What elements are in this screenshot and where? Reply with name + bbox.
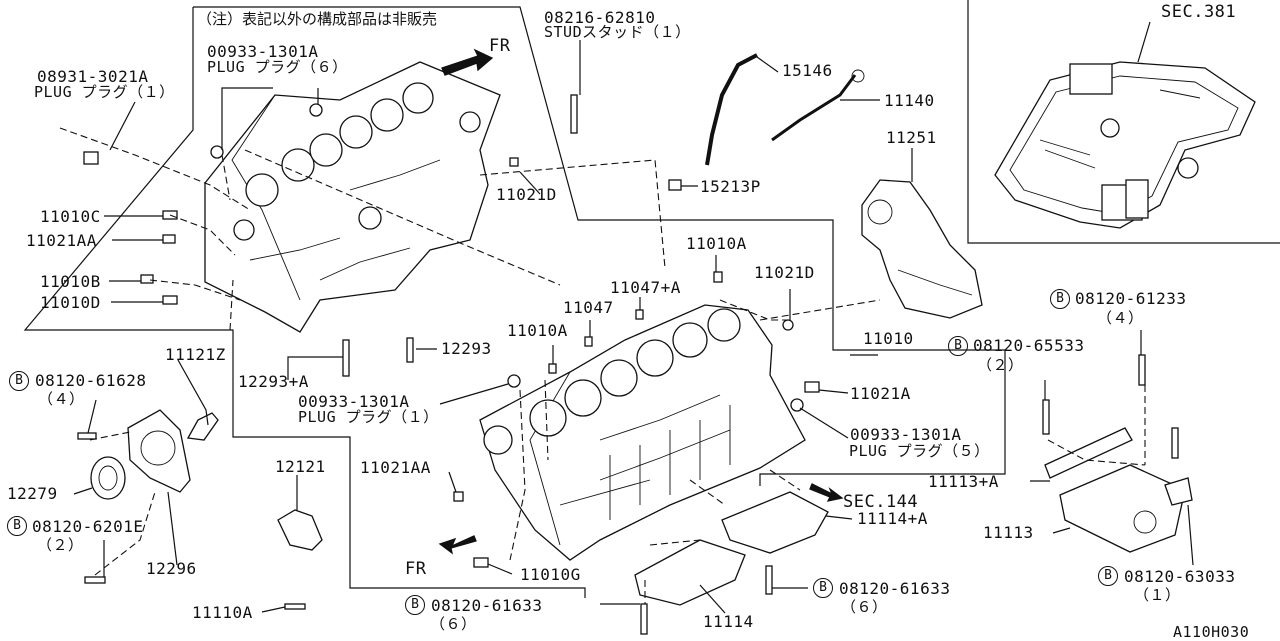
part-desc-00933-1301a: PLUG プラグ（６） bbox=[207, 58, 348, 76]
part-qty-08120-63033: （１） bbox=[1134, 586, 1181, 604]
dipstick-guide bbox=[705, 53, 758, 166]
note-text: （注）表記以外の構成部品は非販売 bbox=[197, 10, 438, 28]
part-number-11047-a[interactable]: 11047+A bbox=[610, 278, 681, 297]
part-number-11021d[interactable]: 11021D bbox=[754, 263, 815, 282]
part-number-08120-61628[interactable]: 08120-61628 bbox=[35, 371, 147, 390]
oil-pan bbox=[994, 61, 1256, 229]
part-number-08216-62810[interactable]: 08216-62810 bbox=[544, 8, 656, 27]
part-number-11113-a[interactable]: 11113+A bbox=[928, 472, 999, 491]
part-number-11010g[interactable]: 11010G bbox=[520, 565, 581, 584]
fr-arrow-icon bbox=[438, 535, 477, 555]
part-number-15146[interactable]: 15146 bbox=[782, 61, 833, 80]
part-number-11047[interactable]: 11047 bbox=[563, 298, 614, 317]
drawing-id: A110H030 bbox=[1173, 623, 1250, 641]
part-qty-08120-61633: （６） bbox=[430, 615, 477, 633]
part-number-12121[interactable]: 12121 bbox=[275, 457, 326, 476]
part-desc-08931-3021a: PLUG プラグ（１） bbox=[34, 83, 175, 101]
part-qty-08120-6201e: （２） bbox=[37, 536, 84, 554]
part-number-08120-61633[interactable]: 08120-61633 bbox=[839, 579, 951, 598]
part-number-11010b[interactable]: 11010B bbox=[40, 272, 101, 291]
sec-arrow-icon bbox=[809, 483, 844, 502]
rear-plate bbox=[861, 179, 983, 319]
part-number-08120-65533[interactable]: 08120-65533 bbox=[973, 336, 1085, 355]
part-number-11114-a[interactable]: 11114+A bbox=[857, 509, 928, 528]
part-number-11010c[interactable]: 11010C bbox=[40, 207, 101, 226]
part-qty-08120-65533: （２） bbox=[977, 356, 1024, 374]
part-number-08931-3021a[interactable]: 08931-3021A bbox=[37, 67, 149, 86]
part-number-08120-61633[interactable]: 08120-61633 bbox=[431, 596, 543, 615]
bolt-symbol-icon: B bbox=[1098, 566, 1118, 586]
stud bbox=[570, 94, 578, 134]
part-number-00933-1301a[interactable]: 00933-1301A bbox=[298, 392, 410, 411]
part-number-11021a[interactable]: 11021A bbox=[850, 384, 911, 403]
part-number-12293-a[interactable]: 12293+A bbox=[238, 372, 309, 391]
part-qty-08120-61233: （４） bbox=[1097, 309, 1144, 327]
part-number-00933-1301a[interactable]: 00933-1301A bbox=[850, 425, 962, 444]
part-qty-08120-61628: （４） bbox=[38, 390, 85, 408]
plug bbox=[83, 151, 99, 165]
part-number-11021aa[interactable]: 11021AA bbox=[26, 231, 97, 250]
part-number-11010a[interactable]: 11010A bbox=[507, 321, 568, 340]
bolt-symbol-icon: B bbox=[813, 578, 833, 598]
cylinder-block-top bbox=[204, 61, 501, 333]
part-number-11010[interactable]: 11010 bbox=[863, 329, 914, 348]
sec-381-label[interactable]: SEC.381 bbox=[1161, 2, 1237, 22]
part-number-15213p[interactable]: 15213P bbox=[700, 177, 761, 196]
part-number-11113[interactable]: 11113 bbox=[983, 523, 1034, 542]
fr-arrow-icon bbox=[441, 48, 494, 76]
frame-line bbox=[23, 7, 586, 598]
bolt-symbol-icon: B bbox=[9, 371, 29, 391]
part-number-11010a[interactable]: 11010A bbox=[686, 234, 747, 253]
fr-label: FR bbox=[489, 36, 511, 56]
part-number-12293[interactable]: 12293 bbox=[441, 339, 492, 358]
part-desc-08216-62810: STUDスタッド（１） bbox=[544, 23, 691, 41]
bolt-symbol-icon: B bbox=[948, 336, 968, 356]
plate-11113 bbox=[1059, 464, 1186, 553]
part-number-11010d[interactable]: 11010D bbox=[40, 293, 101, 312]
part-number-12296[interactable]: 12296 bbox=[146, 559, 197, 578]
part-number-08120-6201e[interactable]: 08120-6201E bbox=[32, 517, 144, 536]
part-number-11021d[interactable]: 11021D bbox=[496, 185, 557, 204]
plate-11114 bbox=[634, 539, 746, 606]
fr-label: FR bbox=[405, 559, 427, 579]
part-number-11114[interactable]: 11114 bbox=[703, 612, 754, 631]
bolt-symbol-icon: B bbox=[1050, 289, 1070, 309]
part-number-11110a[interactable]: 11110A bbox=[192, 603, 253, 622]
part-number-00933-1301a[interactable]: 00933-1301A bbox=[207, 42, 319, 61]
sec-144-label[interactable]: SEC.144 bbox=[843, 492, 919, 512]
cylinder-block-bottom bbox=[479, 304, 806, 561]
oil-pan-frame bbox=[967, 0, 1280, 244]
part-number-11251[interactable]: 11251 bbox=[886, 128, 937, 147]
part-number-08120-63033[interactable]: 08120-63033 bbox=[1124, 567, 1236, 586]
part-number-11140[interactable]: 11140 bbox=[884, 91, 935, 110]
part-number-08120-61233[interactable]: 08120-61233 bbox=[1075, 289, 1187, 308]
part-desc-00933-1301a: PLUG プラグ（１） bbox=[298, 408, 439, 426]
part-qty-08120-61633: （６） bbox=[841, 598, 888, 616]
part-desc-00933-1301a: PLUG プラグ（５） bbox=[849, 442, 990, 460]
frame-line bbox=[193, 6, 1006, 486]
part-number-11021aa[interactable]: 11021AA bbox=[360, 458, 431, 477]
bolt-symbol-icon: B bbox=[7, 516, 27, 536]
plate-11114A bbox=[721, 491, 829, 554]
part-number-11121z[interactable]: 11121Z bbox=[165, 345, 226, 364]
bolt-symbol-icon: B bbox=[405, 595, 425, 615]
part-number-12279[interactable]: 12279 bbox=[7, 484, 58, 503]
